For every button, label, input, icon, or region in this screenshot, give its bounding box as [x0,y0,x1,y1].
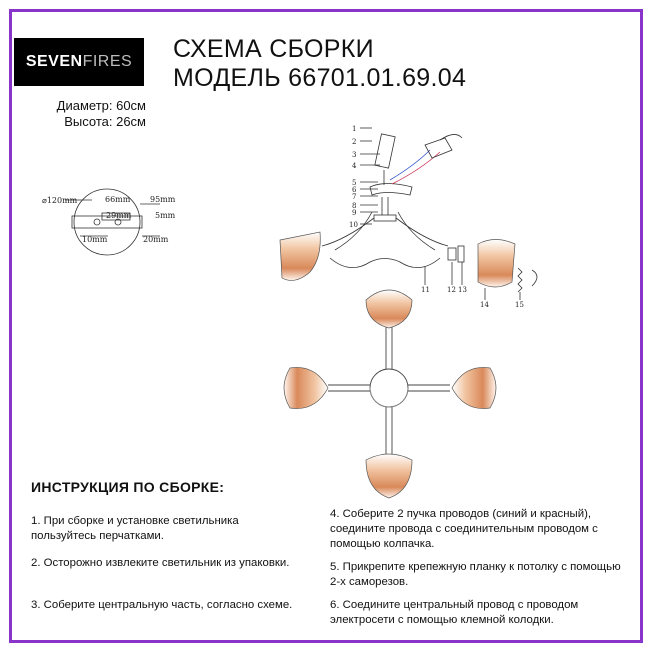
instruction-step-5: 5. Прикрепите крепежную планку к потолку… [330,561,621,588]
part-num-14: 14 [480,301,489,309]
part-num-9: 9 [352,209,356,217]
shade-left [283,367,329,409]
instruction-step-1: 1. При сборке и установке светильника по… [31,515,239,542]
dim-120: ⌀120mm [42,196,78,205]
part-num-1: 1 [352,125,356,133]
shade-left-side [279,231,321,281]
shade-top [365,289,413,329]
mount-circle [73,188,141,256]
brand-part-2: FIRES [82,53,133,70]
part-num-3: 3 [352,151,356,159]
instruction-step-3: 3. Соберите центральную часть, согласно … [31,599,293,611]
part-num-6: 6 [352,186,357,194]
part-num-7: 7 [352,193,356,201]
dim-95: 95mm [150,195,176,204]
dim-10: 10mm [82,235,108,244]
shade-right-side [477,239,516,288]
part-num-2: 2 [352,138,356,146]
mounting-plate-detail [65,188,160,256]
specs-block: Диаметр: 60см Высота: 26см [24,98,146,130]
top-view [328,325,450,455]
diameter-spec: Диаметр: 60см [56,98,146,113]
instruction-step-6: 6. Соедините центральный провод с провод… [330,599,579,626]
instruction-step-2: 2. Осторожно извлеките светильник из упа… [31,557,290,569]
doc-title: СХЕМА СБОРКИ [173,35,374,63]
part-num-12: 12 [447,286,456,294]
part-num-11: 11 [421,286,430,294]
page-border [9,9,643,643]
height-spec: Высота: 26см [64,114,146,129]
part-num-10: 10 [349,221,358,229]
part-num-5: 5 [352,179,356,187]
dim-66: 66mm [105,195,131,204]
mount-bar [71,215,143,229]
part-num-13: 13 [458,286,467,294]
part-num-4: 4 [352,162,357,170]
shade-bottom [365,453,413,499]
part-num-8: 8 [352,202,356,210]
model-number: МОДЕЛЬ 66701.01.69.04 [173,64,467,92]
part-num-15: 15 [515,301,524,309]
instruction-step-4: 4. Соберите 2 пучка проводов (синий и кр… [330,508,598,550]
brand-part-1: SEVEN [25,53,83,70]
dim-29: 29mm [106,211,132,220]
exploded-view [321,127,538,300]
instructions-title: ИНСТРУКЦИЯ ПО СБОРКЕ: [31,479,225,495]
dim-5: 5mm [155,211,176,220]
shade-right [451,367,497,409]
dim-20: 20mm [143,235,169,244]
